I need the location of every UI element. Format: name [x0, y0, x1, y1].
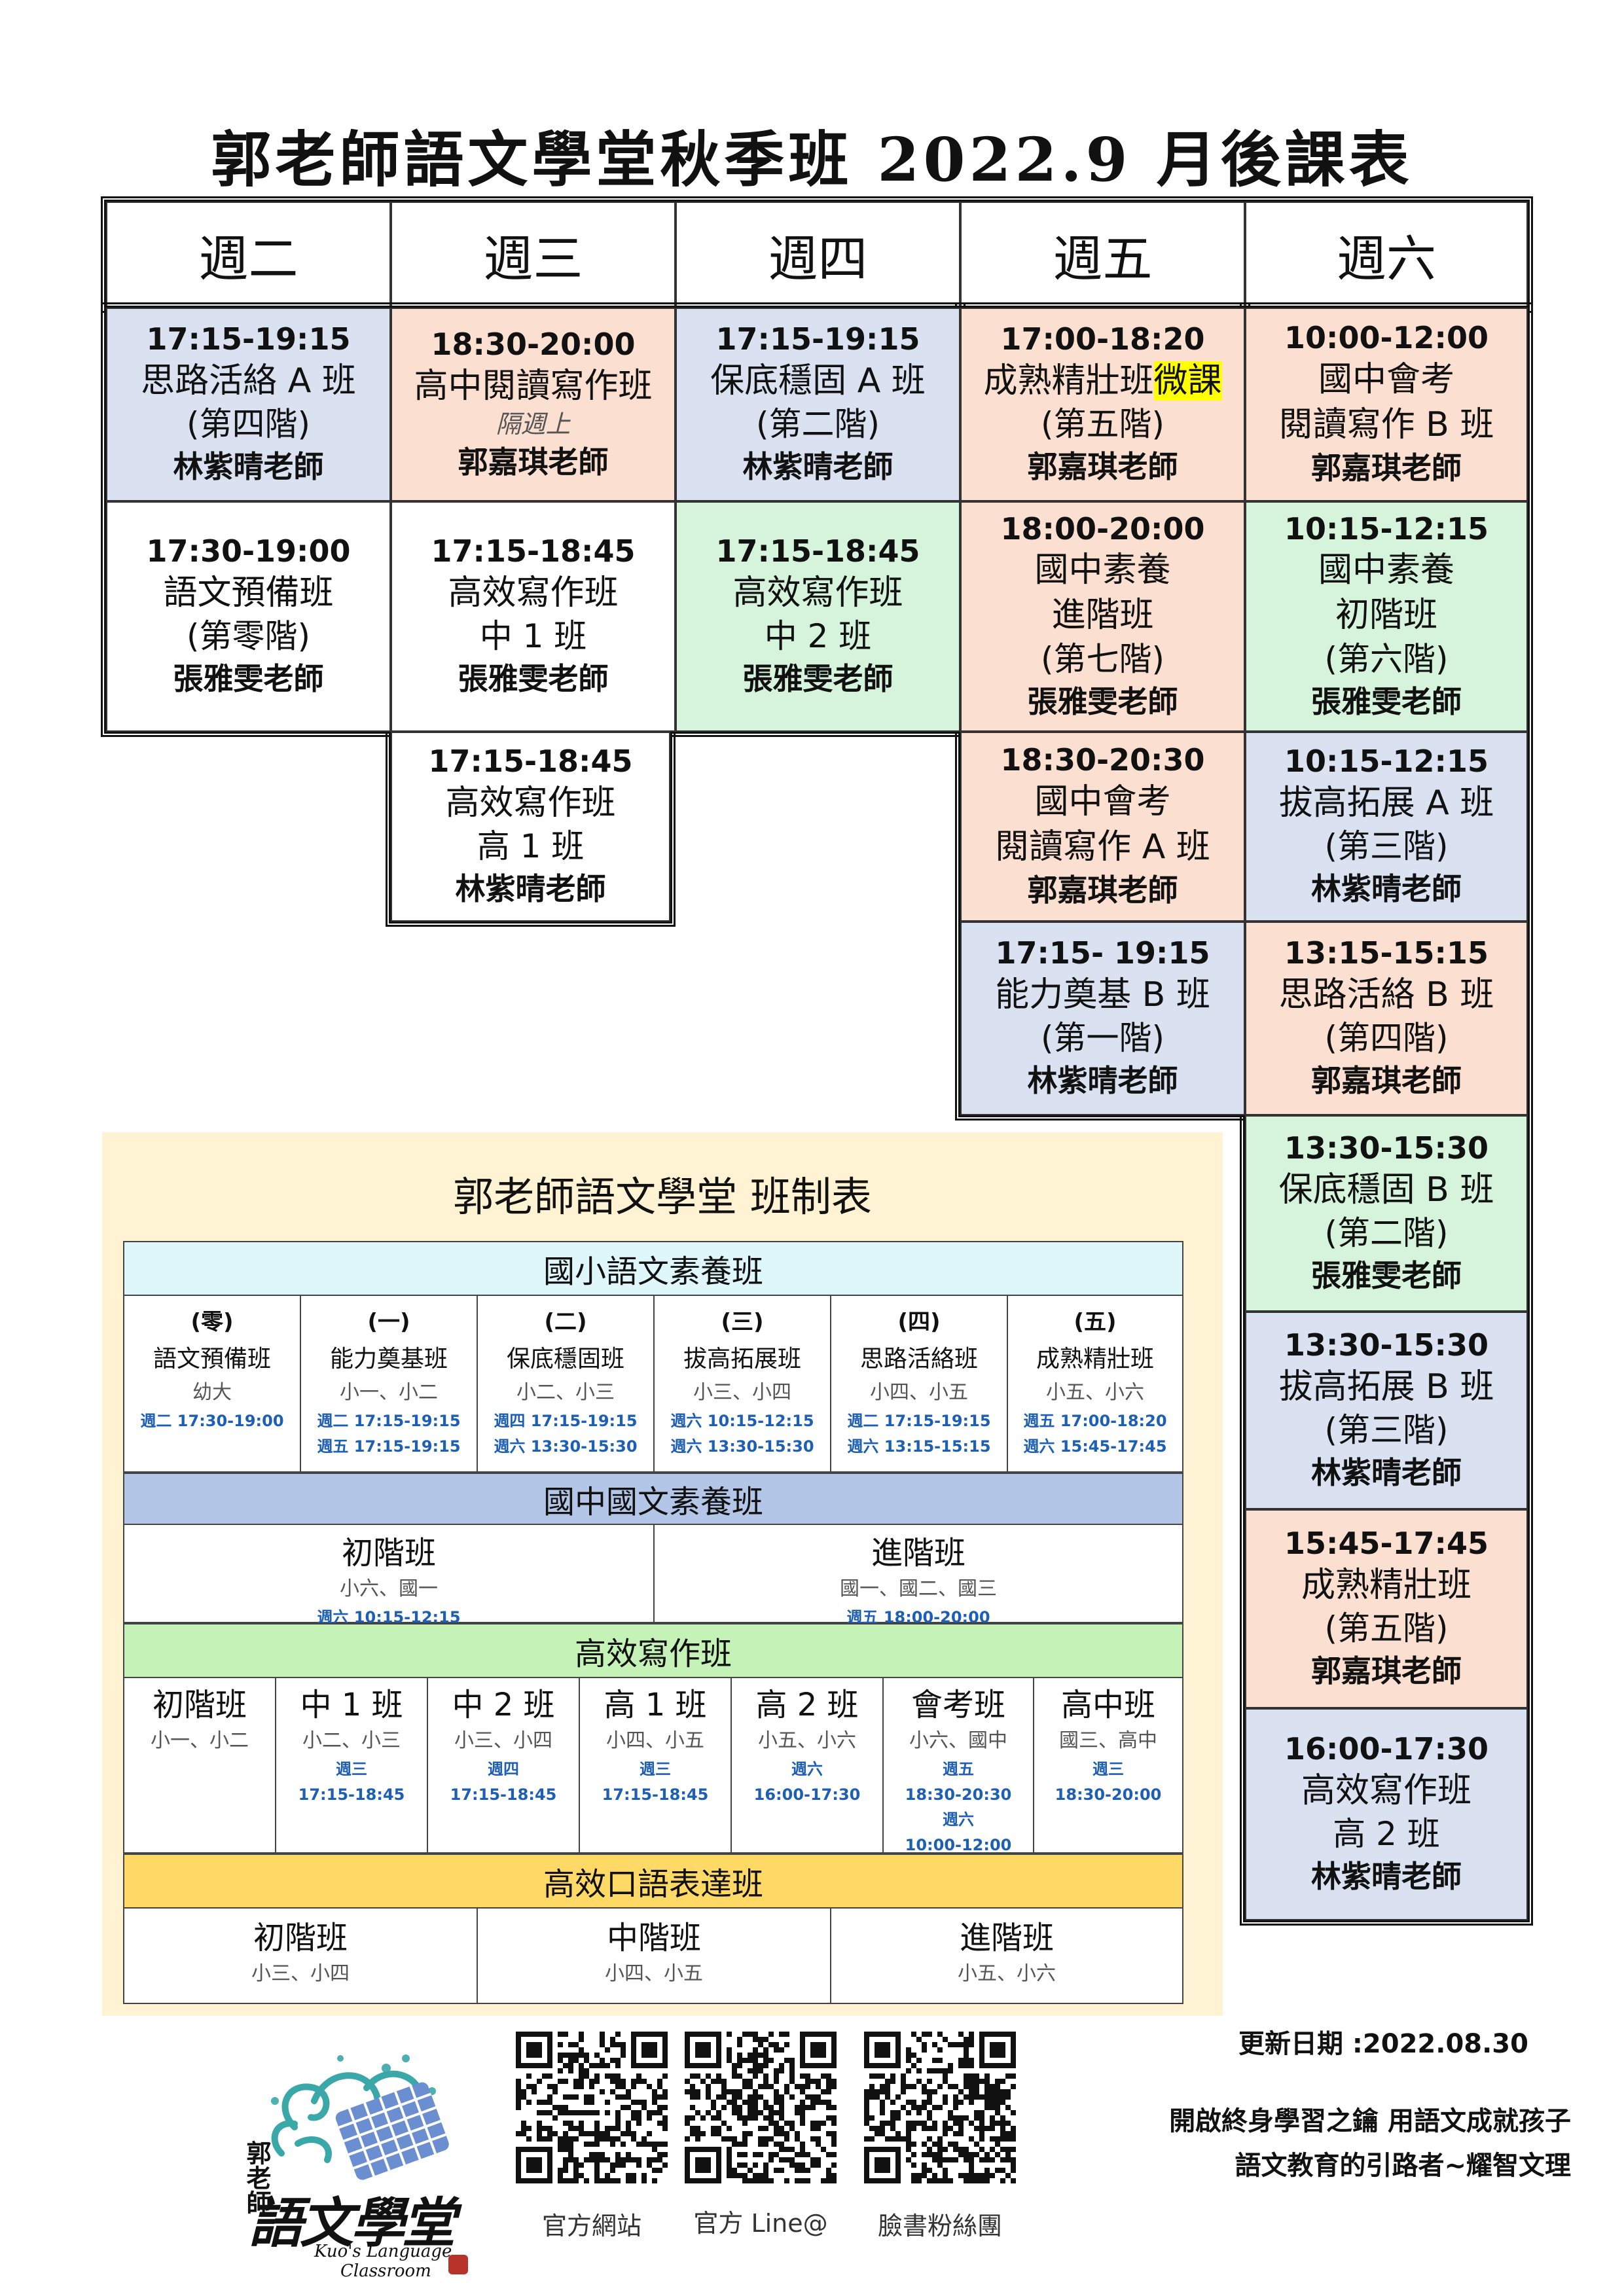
- class-cell-fri-4[interactable]: 17:15- 19:15 能力奠基 B 班 (第一階) 林紫晴老師: [960, 922, 1245, 1115]
- junior-class-1[interactable]: 進階班 國一、國二、國三 週五 18:00-20:00: [653, 1524, 1183, 1626]
- updated-date: 更新日期 :2022.08.30: [1238, 2029, 1528, 2059]
- writing-class-5[interactable]: 會考班 小六、國中 週五 18:30-20:30 週六 10:00-12:00: [882, 1677, 1034, 1854]
- day-header-fri: 週五: [960, 202, 1245, 308]
- qr-code-website[interactable]: [516, 2032, 668, 2183]
- qr-label-line[interactable]: 官方 Line@: [693, 2209, 828, 2238]
- class-cell-sat-6[interactable]: 13:30-15:30 拔高拓展 B 班 (第三階) 林紫晴老師: [1245, 1312, 1528, 1509]
- day-header-sat: 週六: [1245, 202, 1528, 308]
- logo-main-text: 語文學堂: [249, 2192, 456, 2255]
- class-cell-sat-7[interactable]: 15:45-17:45 成熟精壯班 (第五階) 郭嘉琪老師: [1245, 1509, 1528, 1708]
- junior-bar: 國中國文素養班: [123, 1473, 1183, 1525]
- writing-class-6[interactable]: 高中班 國三、高中 週三 18:30-20:00: [1033, 1677, 1183, 1854]
- class-cell-sat-8[interactable]: 16:00-17:30 高效寫作班 高 2 班 林紫晴老師: [1245, 1708, 1528, 1920]
- class-cell-tue-2[interactable]: 17:30-19:00 語文預備班 (第零階) 張雅雯老師: [106, 501, 391, 732]
- class-system-title: 郭老師語文學堂 班制表: [453, 1173, 872, 1221]
- class-cell-sat-4[interactable]: 13:15-15:15 思路活絡 B 班 (第四階) 郭嘉琪老師: [1245, 922, 1528, 1115]
- logo: 郭老師 語文學堂 Kuo's Language Classroom: [236, 2029, 484, 2281]
- class-cell-tue-1[interactable]: 17:15-19:15 思路活絡 A 班 (第四階) 林紫晴老師: [106, 308, 391, 501]
- elementary-class-4[interactable]: (四) 思路活絡班 小四、小五 週二 17:15-19:15 週六 13:15-…: [830, 1295, 1008, 1473]
- day-header-tue: 週二: [106, 202, 391, 308]
- day-header-thu: 週四: [676, 202, 960, 308]
- elementary-bar: 國小語文素養班: [123, 1241, 1183, 1296]
- speech-class-1[interactable]: 中階班 小四、小五: [477, 1907, 831, 2004]
- elementary-class-1[interactable]: (一) 能力奠基班 小一、小二 週二 17:15-19:15 週五 17:15-…: [300, 1295, 478, 1473]
- qr-label-facebook[interactable]: 臉書粉絲團: [877, 2212, 1002, 2240]
- writing-bar: 高效寫作班: [123, 1623, 1183, 1678]
- logo-swirl-icon: [271, 2054, 449, 2180]
- elementary-class-2[interactable]: (二) 保底穩固班 小二、小三 週四 17:15-19:15 週六 13:30-…: [477, 1295, 655, 1473]
- class-cell-sat-2[interactable]: 10:15-12:15 國中素養 初階班 (第六階) 張雅雯老師: [1245, 501, 1528, 732]
- qr-label-website[interactable]: 官方網站: [541, 2212, 641, 2240]
- qr-code-line[interactable]: [685, 2032, 837, 2183]
- class-cell-sat-5[interactable]: 13:30-15:30 保底穩固 B 班 (第二階) 張雅雯老師: [1245, 1115, 1528, 1312]
- slogan-line-2: 語文教育的引路者~耀智文理: [1235, 2151, 1571, 2181]
- speech-class-2[interactable]: 進階班 小五、小六: [830, 1907, 1183, 2004]
- class-cell-sat-3[interactable]: 10:15-12:15 拔高拓展 A 班 (第三階) 林紫晴老師: [1245, 732, 1528, 922]
- class-cell-thu-2[interactable]: 17:15-18:45 高效寫作班 中 2 班 張雅雯老師: [676, 501, 960, 732]
- logo-en-text-2: Classroom: [340, 2261, 431, 2281]
- writing-class-4[interactable]: 高 2 班 小五、小六 週六 16:00-17:30: [731, 1677, 884, 1854]
- logo-en-text-1: Kuo's Language: [314, 2242, 452, 2261]
- class-cell-wed-3[interactable]: 17:15-18:45 高效寫作班 高 1 班 林紫晴老師: [391, 732, 670, 922]
- writing-class-3[interactable]: 高 1 班 小四、小五 週三 17:15-18:45: [579, 1677, 732, 1854]
- qr-code-facebook-icon: [864, 2032, 1016, 2183]
- slogan-line-1: 開啟終身學習之鑰 用語文成就孩子: [1169, 2106, 1571, 2136]
- writing-class-2[interactable]: 中 2 班 小三、小四 週四 17:15-18:45: [427, 1677, 580, 1854]
- qr-code-website-icon: [516, 2032, 668, 2183]
- class-cell-thu-1[interactable]: 17:15-19:15 保底穩固 A 班 (第二階) 林紫晴老師: [676, 308, 960, 501]
- logo-seal-icon: [448, 2255, 468, 2274]
- logo-small-text: 郭老師: [242, 2140, 272, 2215]
- day-header-wed: 週三: [391, 202, 676, 308]
- page-title: 郭老師語文學堂秋季班 2022.9 月後課表: [211, 124, 1413, 195]
- class-cell-fri-3[interactable]: 18:30-20:30 國中會考 閱讀寫作 A 班 郭嘉琪老師: [960, 732, 1245, 922]
- writing-class-1[interactable]: 中 1 班 小二、小三 週三 17:15-18:45: [275, 1677, 428, 1854]
- class-cell-sat-1[interactable]: 10:00-12:00 國中會考 閱讀寫作 B 班 郭嘉琪老師: [1245, 308, 1528, 501]
- elementary-class-3[interactable]: (三) 拔高拓展班 小三、小四 週六 10:15-12:15 週六 13:30-…: [653, 1295, 831, 1473]
- class-cell-fri-1[interactable]: 17:00-18:20 成熟精壯班微課 (第五階) 郭嘉琪老師: [960, 308, 1245, 501]
- qr-code-facebook[interactable]: [864, 2032, 1016, 2183]
- elementary-class-0[interactable]: (零) 語文預備班 幼大 週二 17:30-19:00: [123, 1295, 301, 1473]
- class-cell-wed-2[interactable]: 17:15-18:45 高效寫作班 中 1 班 張雅雯老師: [391, 501, 676, 732]
- speech-bar: 高效口語表達班: [123, 1854, 1183, 1909]
- speech-class-0[interactable]: 初階班 小三、小四: [123, 1907, 478, 2004]
- writing-class-0[interactable]: 初階班 小一、小二: [123, 1677, 276, 1854]
- class-cell-wed-1[interactable]: 18:30-20:00 高中閱讀寫作班 隔週上 郭嘉琪老師: [391, 308, 676, 501]
- class-cell-fri-2[interactable]: 18:00-20:00 國中素養 進階班 (第七階) 張雅雯老師: [960, 501, 1245, 732]
- elementary-class-5[interactable]: (五) 成熟精壯班 小五、小六 週五 17:00-18:20 週六 15:45-…: [1007, 1295, 1183, 1473]
- junior-class-0[interactable]: 初階班 小六、國一 週六 10:15-12:15: [123, 1524, 655, 1626]
- qr-code-line-icon: [685, 2032, 837, 2183]
- highlight-badge: 微課: [1153, 361, 1222, 401]
